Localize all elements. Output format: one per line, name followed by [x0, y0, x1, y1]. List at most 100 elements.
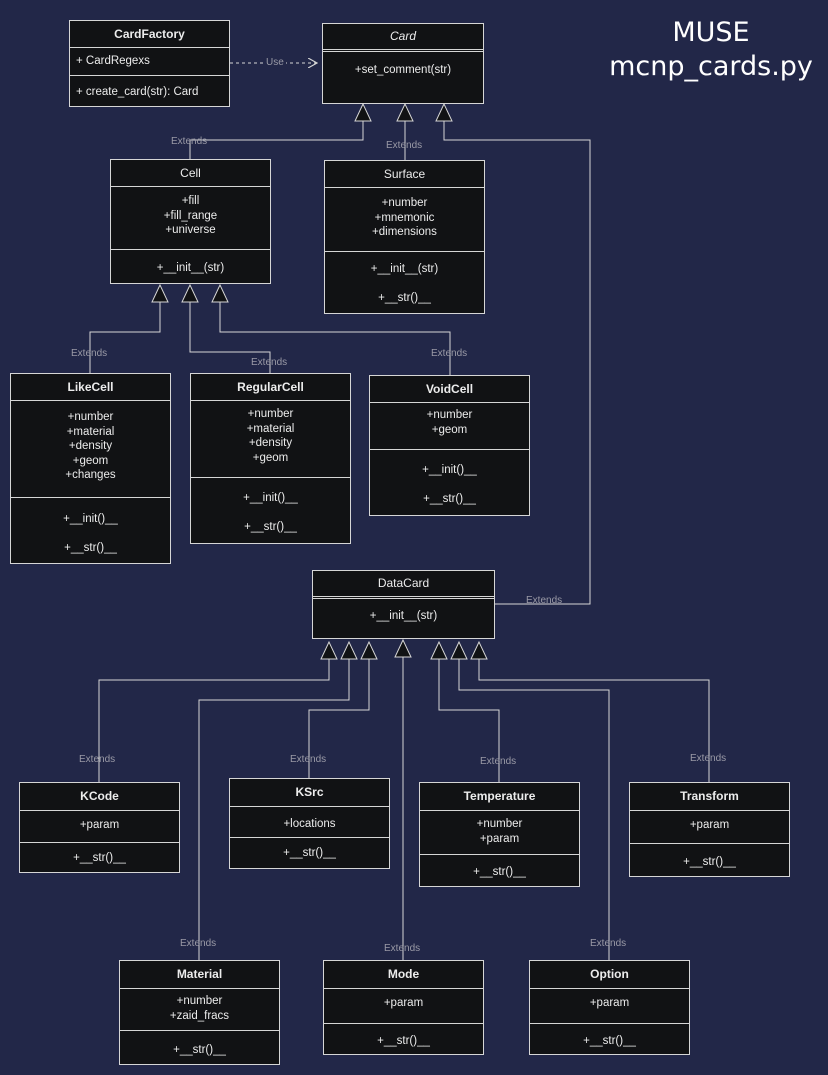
attributes-section: +param — [324, 988, 483, 1023]
material-to-datacard-line — [198, 659, 350, 960]
attributes-section: +number +mnemonic +dimensions — [325, 187, 484, 251]
class-mode[interactable]: Mode +param +__str()__ — [323, 960, 484, 1055]
inheritance-triangle-card-datacard — [435, 102, 453, 122]
inheritance-triangle-card-surface — [396, 102, 414, 122]
method: +__init()__ — [422, 464, 477, 476]
methods-section: +__init()__ +__str()__ — [191, 477, 350, 535]
class-cell[interactable]: Cell +fill +fill_range +universe +__init… — [110, 159, 271, 284]
attribute: +density — [68, 440, 113, 452]
class-option[interactable]: Option +param +__str()__ — [529, 960, 690, 1055]
method: +__init__(str) — [369, 610, 438, 622]
methods-section: +__str()__ — [324, 1023, 483, 1049]
inheritance-triangle-card-cell — [354, 102, 372, 122]
attribute: +param — [383, 997, 424, 1009]
attributes-section: +param — [630, 810, 789, 843]
method: +__str()__ — [244, 521, 297, 533]
methods-section: +__str()__ — [530, 1023, 689, 1049]
attribute: +mnemonic — [374, 211, 435, 224]
class-ksrc[interactable]: KSrc +locations +__str()__ — [229, 778, 390, 869]
inheritance-triangle-datacard-mode — [394, 638, 412, 658]
inheritance-triangle-datacard-option — [450, 640, 468, 660]
attributes-section: +param — [20, 810, 179, 842]
inheritance-triangle-datacard-transform — [470, 640, 488, 660]
attribute: +fill — [181, 195, 200, 207]
methods-section: +__str()__ — [20, 842, 179, 866]
attribute: +fill_range — [163, 209, 218, 222]
class-name: CardFactory — [114, 27, 185, 41]
methods-section: +__init()__ +__str()__ — [370, 449, 529, 507]
class-material[interactable]: Material +number +zaid_fracs +__str()__ — [119, 960, 280, 1065]
attributes-section: +param — [530, 988, 689, 1023]
methods-section: +__str()__ — [230, 837, 389, 861]
attributes-section: +locations — [230, 806, 389, 837]
methods-section: +__init()__ +__str()__ — [11, 497, 170, 556]
use-label: Use — [264, 57, 286, 68]
attribute: +param — [479, 832, 520, 845]
attribute: +number — [176, 995, 223, 1007]
kcode-to-datacard-line — [98, 659, 330, 782]
class-kcode[interactable]: KCode +param +__str()__ — [19, 782, 180, 873]
option-to-datacard-line — [458, 659, 610, 960]
class-name: Material — [176, 967, 223, 981]
method: +__str()__ — [683, 856, 736, 868]
class-transform[interactable]: Transform +param +__str()__ — [629, 782, 790, 877]
attributes-section: +number +zaid_fracs — [120, 988, 279, 1030]
attribute: +number — [247, 408, 294, 420]
class-data-card[interactable]: DataCard +__init__(str) — [312, 570, 495, 639]
transform-to-datacard-line — [478, 659, 710, 782]
attribute: +locations — [283, 818, 336, 830]
inheritance-triangle-datacard-kcode — [320, 640, 338, 660]
attribute: +geom — [431, 423, 468, 436]
extends-label: Extends — [180, 938, 217, 949]
inheritance-triangle-cell-voidcell — [211, 283, 229, 303]
class-card[interactable]: Card +set_comment(str) — [322, 23, 484, 104]
class-name: Cell — [180, 166, 201, 180]
cell-to-card-line — [189, 121, 364, 159]
class-name: Transform — [680, 789, 739, 803]
class-name: Mode — [387, 967, 420, 981]
class-name: Temperature — [463, 789, 536, 803]
method: +__str()__ — [73, 852, 126, 864]
class-void-cell[interactable]: VoidCell +number +geom +__init()__ +__st… — [369, 375, 530, 516]
likecell-to-cell-line — [89, 302, 161, 373]
method: +__str()__ — [283, 847, 336, 859]
voidcell-to-cell-line — [219, 302, 451, 375]
attributes-section: +number +material +density +geom +change… — [11, 400, 170, 497]
method: +__str()__ — [173, 1044, 226, 1056]
class-card-factory[interactable]: CardFactory + CardRegexs + create_card(s… — [69, 20, 230, 107]
class-name: KSrc — [295, 785, 324, 799]
method: +__init()__ — [63, 513, 118, 525]
class-temperature[interactable]: Temperature +number +param +__str()__ — [419, 782, 580, 887]
attribute: +material — [66, 425, 115, 438]
attribute: +number — [67, 411, 114, 423]
class-surface[interactable]: Surface +number +mnemonic +dimensions +_… — [324, 160, 485, 314]
regularcell-to-cell-line — [189, 302, 271, 373]
class-name: KCode — [80, 789, 119, 803]
methods-section: +set_comment(str) — [323, 49, 483, 78]
methods-section: +__init__(str) +__str()__ — [325, 251, 484, 306]
extends-label: Extends — [386, 140, 423, 151]
class-regular-cell[interactable]: RegularCell +number +material +density +… — [190, 373, 351, 544]
extends-label: Extends — [384, 943, 421, 954]
method: +__str()__ — [378, 292, 431, 304]
extends-label: Extends — [71, 348, 108, 359]
class-name: Card — [389, 29, 416, 43]
inheritance-triangle-datacard-ksrc — [360, 640, 378, 660]
inheritance-triangle-datacard-temperature — [430, 640, 448, 660]
inheritance-triangle-cell-likecell — [151, 283, 169, 303]
attributes-section: +fill +fill_range +universe — [111, 186, 270, 249]
attribute: +density — [248, 437, 293, 449]
class-like-cell[interactable]: LikeCell +number +material +density +geo… — [10, 373, 171, 564]
attribute: +zaid_fracs — [169, 1009, 230, 1022]
attribute: +geom — [72, 454, 109, 467]
ksrc-to-datacard-line — [308, 659, 370, 778]
attribute: +number — [381, 197, 428, 209]
extends-label: Extends — [171, 136, 208, 147]
attribute: +param — [79, 819, 120, 831]
method: +__init__(str) — [156, 262, 225, 274]
extends-label: Extends — [590, 938, 627, 949]
extends-label: Extends — [251, 357, 288, 368]
methods-section: + create_card(str): Card — [70, 75, 229, 100]
inheritance-triangle-cell-regularcell — [181, 283, 199, 303]
